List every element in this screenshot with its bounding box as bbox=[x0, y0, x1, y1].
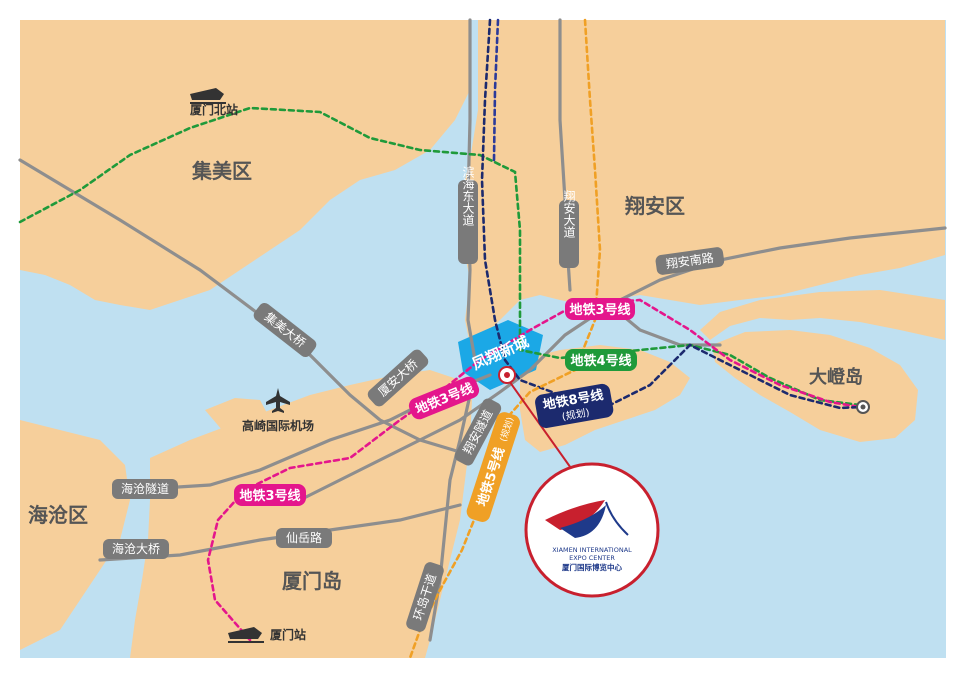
metro-label-bg bbox=[535, 383, 614, 429]
metro-line-3 bbox=[206, 298, 862, 642]
label-haicang-bridge: 海沧大桥 bbox=[112, 541, 160, 556]
metro-label-bg bbox=[408, 376, 480, 420]
metro-label-bg bbox=[565, 349, 637, 371]
label-xiangan: 翔安区 bbox=[624, 194, 685, 218]
label-jimei: 集美区 bbox=[191, 159, 252, 183]
logo-en-line2: EXPO CENTER bbox=[569, 554, 615, 562]
callout-line bbox=[506, 377, 579, 479]
logo-arc bbox=[605, 501, 629, 536]
metro-label-bg bbox=[565, 298, 635, 320]
logo-wing-red bbox=[545, 500, 605, 530]
dadeng-terminus-icon bbox=[856, 400, 870, 414]
airplane-icon bbox=[266, 388, 290, 413]
metro-line-4 bbox=[18, 106, 862, 407]
label-airport: 高崎国际机场 bbox=[242, 418, 314, 433]
location-pin-icon bbox=[498, 366, 516, 384]
label-xianyue: 仙岳路 bbox=[286, 530, 322, 545]
label-xiangan-ave: 翔安大道 bbox=[562, 190, 576, 238]
logo-wing-blue bbox=[560, 505, 606, 538]
fengxiang-area bbox=[458, 320, 543, 390]
metro-line-blue bbox=[492, 18, 500, 162]
label-haicang: 海沧区 bbox=[28, 503, 88, 527]
label-dadeng: 大嶝岛 bbox=[809, 366, 863, 388]
label-haicang-tunnel: 海沧隧道 bbox=[121, 481, 169, 496]
train-icon bbox=[190, 88, 226, 104]
logo-cn: 厦门国际博览中心 bbox=[562, 562, 622, 572]
expo-center-logo: XIAMEN INTERNATIONAL EXPO CENTER 厦门国际博览中… bbox=[524, 462, 660, 598]
metro-line-5 bbox=[408, 18, 602, 660]
label-xiamen-island: 厦门岛 bbox=[282, 569, 342, 593]
metro-label-line3-c: 地铁3号线 bbox=[239, 488, 300, 504]
label-xiangan-south: 翔安南路 bbox=[665, 250, 715, 272]
train-icon bbox=[228, 627, 264, 643]
logo-en-line1: XIAMEN INTERNATIONAL bbox=[552, 546, 632, 554]
metro-label-bg bbox=[234, 484, 306, 506]
metro-label-line4: 地铁4号线 bbox=[570, 353, 631, 369]
metro-label-line3-a: 地铁3号线 bbox=[569, 302, 630, 318]
label-xiamen-station: 厦门站 bbox=[270, 627, 306, 642]
label-xiamen-north: 厦门北站 bbox=[190, 102, 238, 117]
metro-label-bg bbox=[466, 412, 520, 522]
label-binhai-east: 滨海东大道 bbox=[461, 165, 475, 226]
